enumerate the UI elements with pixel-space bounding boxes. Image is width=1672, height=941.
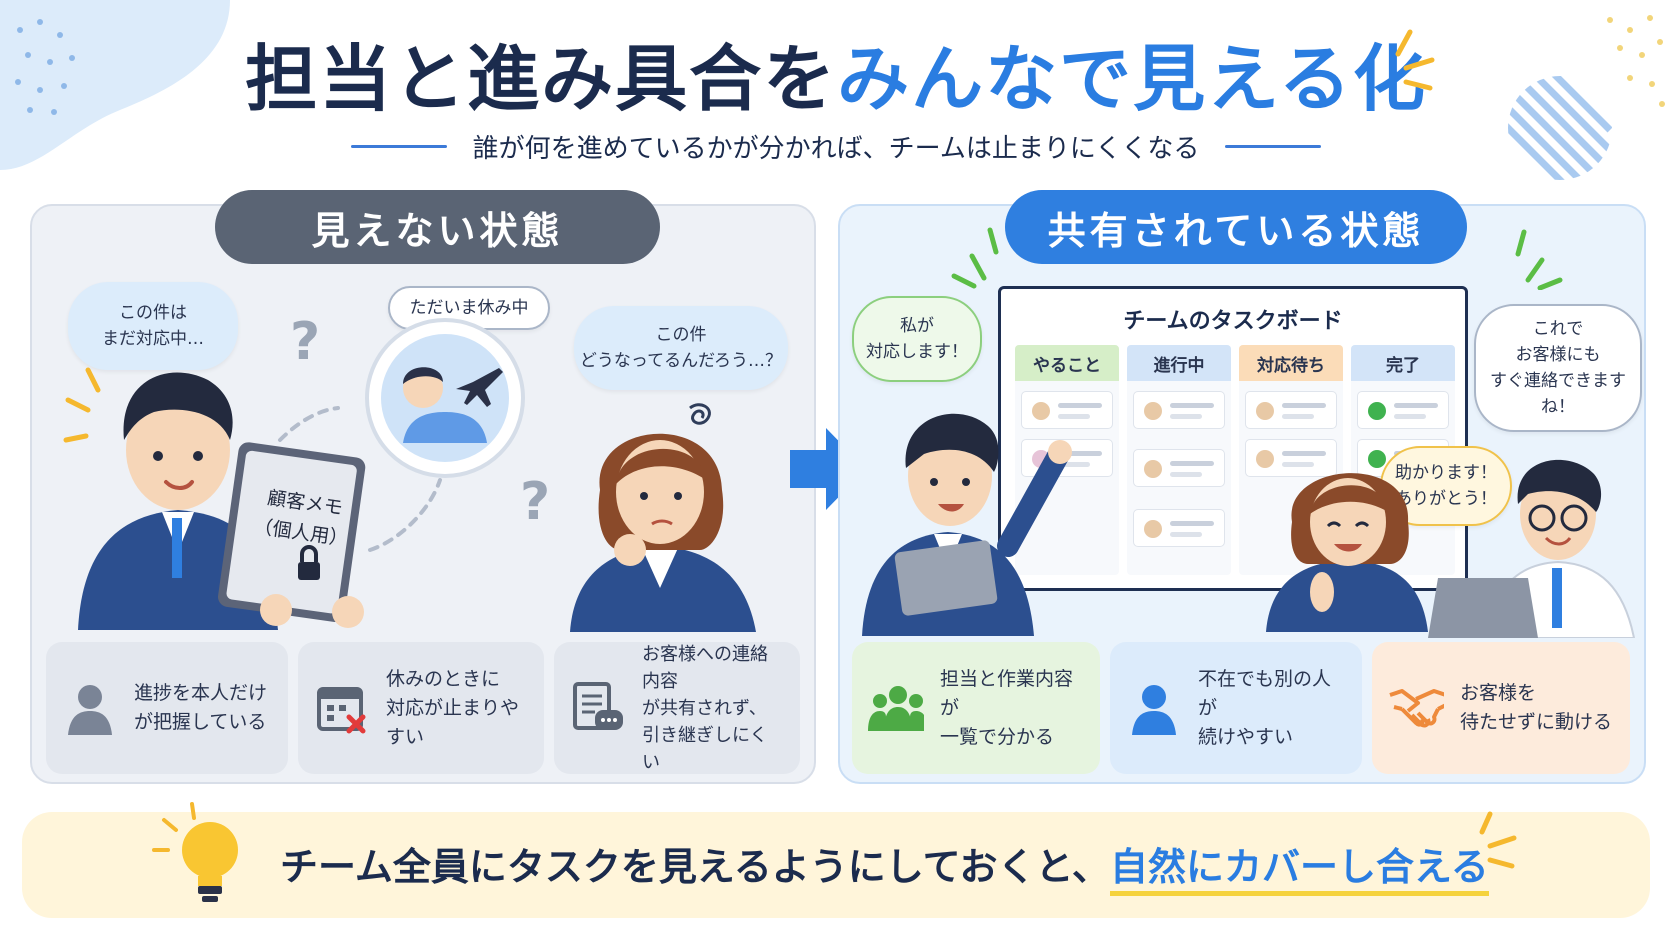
question-mark-2: ? — [520, 472, 551, 532]
page-title: 担当と進み具合をみんなで見える化 — [0, 20, 1672, 125]
person-icon — [1126, 680, 1182, 736]
issue-card-text: 進捗を本人だけ が把握している — [134, 682, 268, 733]
absent-colleague-illustration — [365, 318, 525, 478]
benefit-card-text: お客様を 待たせずに動ける — [1460, 682, 1613, 733]
speech-bubble-can-contact-customer: これで お客様にも すぐ連絡できますね！ — [1474, 304, 1642, 432]
sparkle-lines-decoration — [951, 227, 1563, 290]
calendar-x-icon — [314, 680, 370, 736]
summary-text-highlight: 自然にカバーし合える — [1109, 845, 1489, 896]
task-card — [1245, 439, 1337, 477]
board-column-header: 対応待ち — [1239, 345, 1343, 381]
title-blue-part: みんなで見える化 — [837, 37, 1427, 121]
board-column-header: やること — [1015, 345, 1119, 381]
corner-blob-decoration — [0, 0, 230, 170]
document-chat-icon — [570, 680, 626, 736]
question-mark-1: ? — [290, 312, 321, 372]
right-arrow-icon — [790, 428, 866, 510]
summary-banner — [22, 812, 1650, 918]
task-card — [1133, 391, 1225, 429]
dashed-arrows-decoration — [278, 406, 442, 552]
person-icon — [62, 680, 118, 736]
summary-text: チーム全員にタスクを見えるようにしておくと、自然にカバーし合える — [280, 836, 1489, 896]
issue-card-text: お客様への連絡内容 が共有されず、 引き継ぎしにくい — [642, 643, 768, 773]
shared-state-tab: 共有されている状態 — [1005, 190, 1467, 264]
benefit-card-text: 不在でも別の人が 続けやすい — [1198, 667, 1332, 748]
benefit-card-no-waiting: お客様を 待たせずに動ける — [1372, 642, 1630, 774]
task-board-title: チームのタスクボード — [1123, 309, 1343, 334]
benefit-card-text: 担当と作業内容が 一覧で分かる — [940, 667, 1074, 748]
confused-woman-illustration — [570, 403, 756, 632]
issue-card-stops-on-leave: 休みのときに 対応が止まりやすい — [298, 642, 544, 774]
issue-card-not-shared: お客様への連絡内容 が共有されず、 引き継ぎしにくい — [554, 642, 800, 774]
sparkle-lines-icon — [1479, 811, 1517, 869]
subtitle: 誰が何を進めているかが分かれば、チームは止まりにくくなる — [472, 134, 1200, 164]
speech-bubble-i-will-handle: 私が 対応します！ — [852, 296, 982, 382]
benefit-card-overview: 担当と作業内容が 一覧で分かる — [852, 642, 1100, 774]
subtitle-row: 誰が何を進めているかが分かれば、チームは止まりにくくなる — [0, 128, 1672, 165]
speech-bubble-wondering: この件 どうなってるんだろう…？ — [574, 306, 788, 390]
speech-bubble-still-handling: この件は まだ対応中… — [68, 282, 238, 370]
board-column-in-progress: 進行中 — [1127, 345, 1231, 575]
task-card — [1245, 391, 1337, 429]
task-card — [1133, 449, 1225, 487]
board-column-header: 進行中 — [1127, 345, 1231, 381]
title-dark-part: 担当と進み具合を — [245, 37, 838, 121]
subtitle-rule-right — [1225, 145, 1322, 148]
sparkle-lines-icon — [1395, 29, 1435, 91]
invisible-state-tab: 見えない状態 — [215, 190, 660, 264]
summary-text-dark: チーム全員にタスクを見えるようにしておくと、 — [280, 845, 1110, 889]
man-holding-memo-illustration — [63, 367, 366, 630]
issue-card-text: 休みのときに 対応が止まりやすい — [386, 667, 520, 748]
task-card — [1133, 509, 1225, 547]
stripe-circle-decoration — [1508, 15, 1665, 180]
team-icon — [868, 680, 924, 736]
board-column-header: 完了 — [1351, 345, 1455, 381]
task-card-done — [1357, 391, 1449, 429]
benefit-card-continuity: 不在でも別の人が 続けやすい — [1110, 642, 1362, 774]
man-pointing-illustration — [862, 413, 1072, 636]
handshake-icon — [1388, 680, 1444, 736]
man-with-laptop-illustration — [1428, 459, 1636, 638]
subtitle-rule-left — [350, 145, 447, 148]
issue-card-progress-only-self: 進捗を本人だけ が把握している — [46, 642, 288, 774]
lightbulb-icon — [152, 802, 238, 902]
woman-grateful-illustration — [1266, 473, 1428, 632]
task-card — [1021, 391, 1113, 429]
